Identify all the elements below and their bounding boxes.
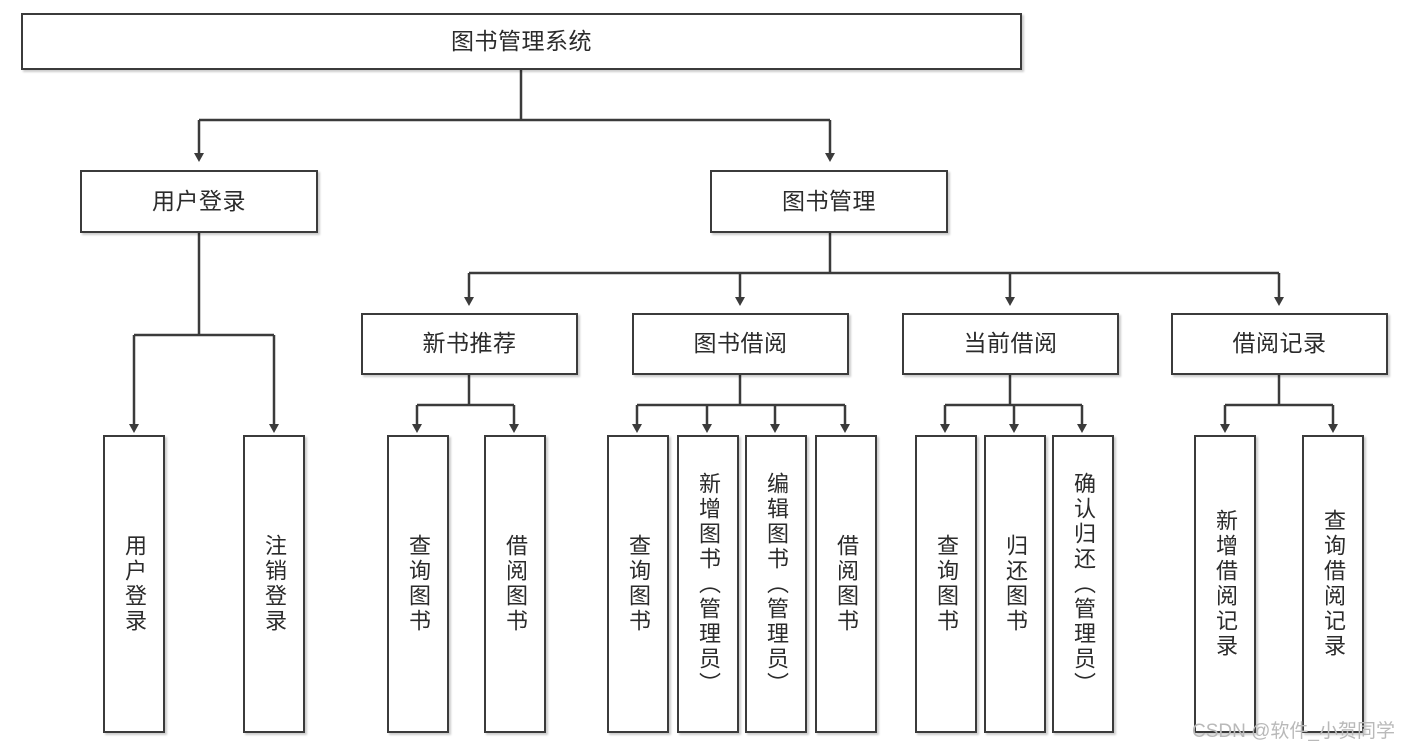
node-label: 编辑图书（管理员） xyxy=(763,471,789,697)
node-label: 用户登录 xyxy=(121,534,147,634)
node-label: 查询图书 xyxy=(625,534,651,634)
node-leaf-logout-login[interactable]: 注销登录 xyxy=(243,435,305,733)
node-label: 注销登录 xyxy=(261,534,287,634)
node-book-management-system[interactable]: 图书管理系统 xyxy=(21,13,1022,70)
node-leaf-add-record[interactable]: 新增借阅记录 xyxy=(1194,435,1256,733)
node-label: 查询图书 xyxy=(405,534,431,634)
node-leaf-return-book[interactable]: 归还图书 xyxy=(984,435,1046,733)
node-new-book-recommend[interactable]: 新书推荐 xyxy=(361,313,578,375)
node-label: 新书推荐 xyxy=(422,330,517,357)
node-leaf-user-login[interactable]: 用户登录 xyxy=(103,435,165,733)
node-leaf-query-book-3[interactable]: 查询图书 xyxy=(915,435,977,733)
node-leaf-query-record[interactable]: 查询借阅记录 xyxy=(1302,435,1364,733)
node-leaf-query-book-1[interactable]: 查询图书 xyxy=(387,435,449,733)
node-borrow-record[interactable]: 借阅记录 xyxy=(1171,313,1388,375)
node-label: 图书借阅 xyxy=(693,330,788,357)
node-label: 借阅图书 xyxy=(502,534,528,634)
node-label: 新增借阅记录 xyxy=(1212,509,1238,659)
node-label: 借阅图书 xyxy=(833,534,859,634)
node-label: 查询借阅记录 xyxy=(1320,509,1346,659)
node-label: 用户登录 xyxy=(152,187,246,214)
node-label: 新增图书（管理员） xyxy=(695,471,721,697)
node-leaf-confirm-return[interactable]: 确认归还（管理员） xyxy=(1052,435,1114,733)
node-label: 查询图书 xyxy=(933,534,959,634)
node-leaf-edit-book[interactable]: 编辑图书（管理员） xyxy=(745,435,807,733)
node-label: 图书管理 xyxy=(782,187,876,214)
node-label: 借阅记录 xyxy=(1232,330,1327,357)
node-book-management[interactable]: 图书管理 xyxy=(710,170,948,233)
node-leaf-borrow-book-2[interactable]: 借阅图书 xyxy=(815,435,877,733)
node-label: 当前借阅 xyxy=(963,330,1058,357)
node-leaf-add-book[interactable]: 新增图书（管理员） xyxy=(677,435,739,733)
node-book-borrow[interactable]: 图书借阅 xyxy=(632,313,849,375)
node-leaf-query-book-2[interactable]: 查询图书 xyxy=(607,435,669,733)
node-user-login[interactable]: 用户登录 xyxy=(80,170,318,233)
node-label: 确认归还（管理员） xyxy=(1070,471,1096,697)
node-leaf-borrow-book-1[interactable]: 借阅图书 xyxy=(484,435,546,733)
node-label: 图书管理系统 xyxy=(451,27,592,54)
node-current-borrow[interactable]: 当前借阅 xyxy=(902,313,1119,375)
node-label: 归还图书 xyxy=(1002,534,1028,634)
